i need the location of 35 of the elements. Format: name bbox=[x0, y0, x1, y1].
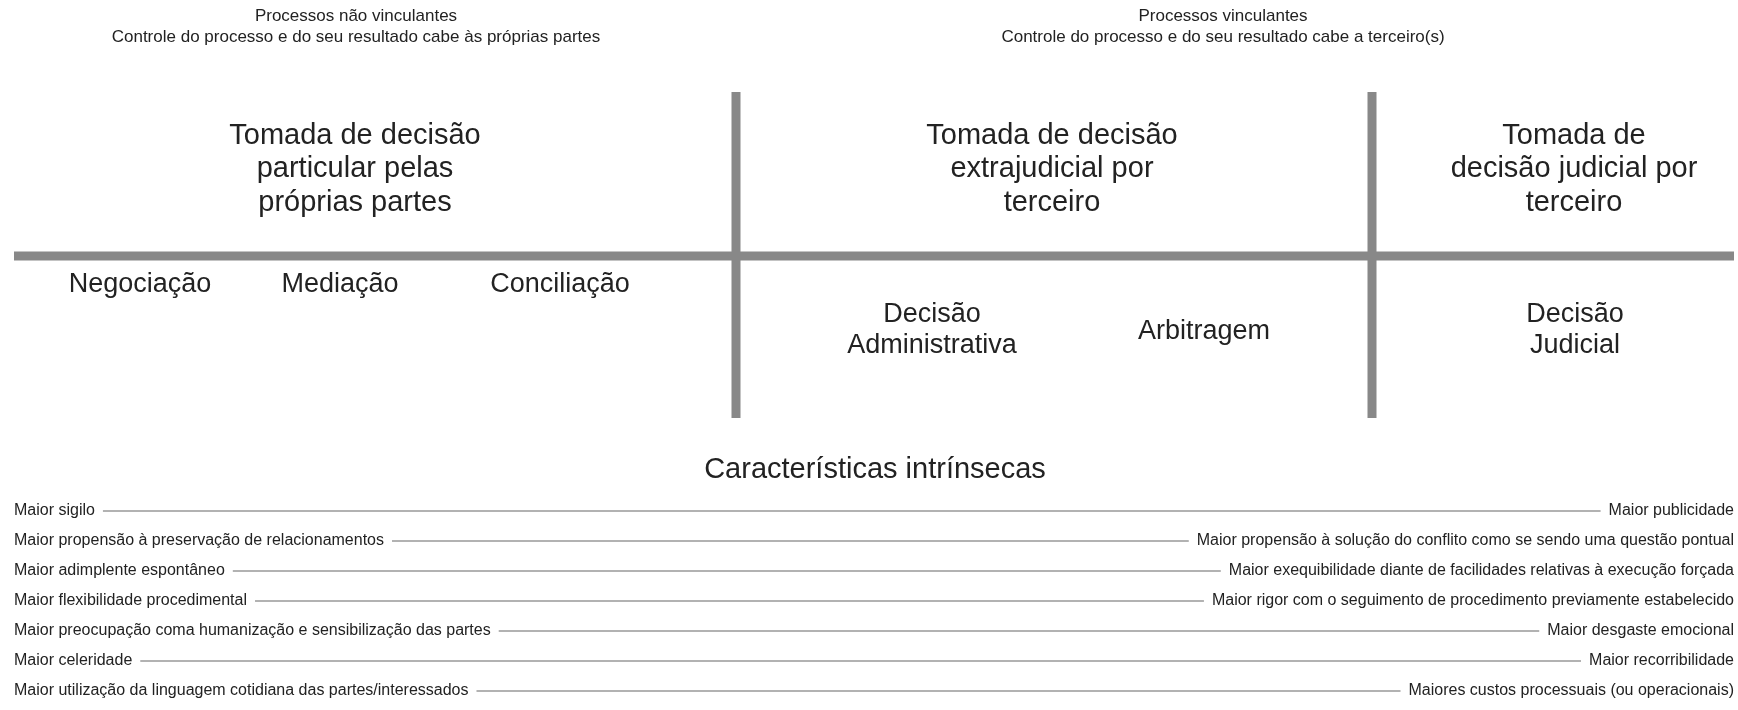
connecting-line bbox=[139, 660, 1582, 662]
opposite-characteristic-label: Maiores custos processuais (ou operacionais) bbox=[1408, 680, 1734, 700]
opposite-characteristic-label: Maior exequibilidade diante de facilidades relativas à execução forçada bbox=[1228, 560, 1734, 580]
characteristic-label: Maior sigilo bbox=[14, 500, 95, 520]
method-label: Mediação bbox=[280, 268, 400, 300]
method-label: Negociação bbox=[67, 268, 213, 300]
method-label: Decisão Administrativa bbox=[846, 298, 1018, 361]
column-heading: Tomada de decisão judicial por terceiro bbox=[1449, 118, 1699, 219]
connecting-line bbox=[391, 540, 1190, 542]
section-heading: Processos não vinculantes bbox=[253, 6, 459, 26]
method-label: Arbitragem bbox=[1136, 315, 1271, 347]
column-heading: Tomada de decisão extrajudicial por terceiro bbox=[925, 118, 1179, 219]
connecting-line bbox=[254, 600, 1205, 602]
method-label: Conciliação bbox=[489, 268, 631, 300]
connecting-line bbox=[232, 570, 1222, 572]
opposite-characteristic-label: Maior rigor com o seguimento de procedimento previamente estabelecido bbox=[1211, 590, 1734, 610]
characteristic-label: Maior propensão à preservação de relacionamentos bbox=[14, 530, 384, 550]
characteristic-label: Maior celeridade bbox=[14, 650, 133, 670]
section-subheading: Controle do processo e do seu resultado cabe às próprias partes bbox=[110, 27, 602, 47]
opposite-characteristic-label: Maior desgaste emocional bbox=[1547, 620, 1734, 640]
section-heading: Processos vinculantes bbox=[1137, 6, 1309, 26]
connecting-line bbox=[498, 630, 1540, 632]
method-label: Decisão Judicial bbox=[1525, 298, 1625, 361]
opposite-characteristic-label: Maior publicidade bbox=[1608, 500, 1734, 520]
section-title: Características intrínsecas bbox=[703, 452, 1047, 486]
characteristic-label: Maior flexibilidade procedimental bbox=[14, 590, 247, 610]
column-heading: Tomada de decisão particular pelas próprias partes bbox=[228, 118, 482, 219]
connecting-line bbox=[475, 690, 1402, 692]
opposite-characteristic-label: Maior propensão à solução do conflito como se sendo uma questão pontual bbox=[1196, 530, 1734, 550]
characteristic-label: Maior utilização da linguagem cotidiana das partes/interessados bbox=[14, 680, 469, 700]
connecting-line bbox=[102, 510, 1602, 512]
section-subheading: Controle do processo e do seu resultado cabe a terceiro(s) bbox=[1000, 27, 1446, 47]
characteristic-label: Maior adimplente espontâneo bbox=[14, 560, 225, 580]
characteristic-label: Maior preocupação coma humanização e sensibilização das partes bbox=[14, 620, 491, 640]
opposite-characteristic-label: Maior recorribilidade bbox=[1589, 650, 1734, 670]
